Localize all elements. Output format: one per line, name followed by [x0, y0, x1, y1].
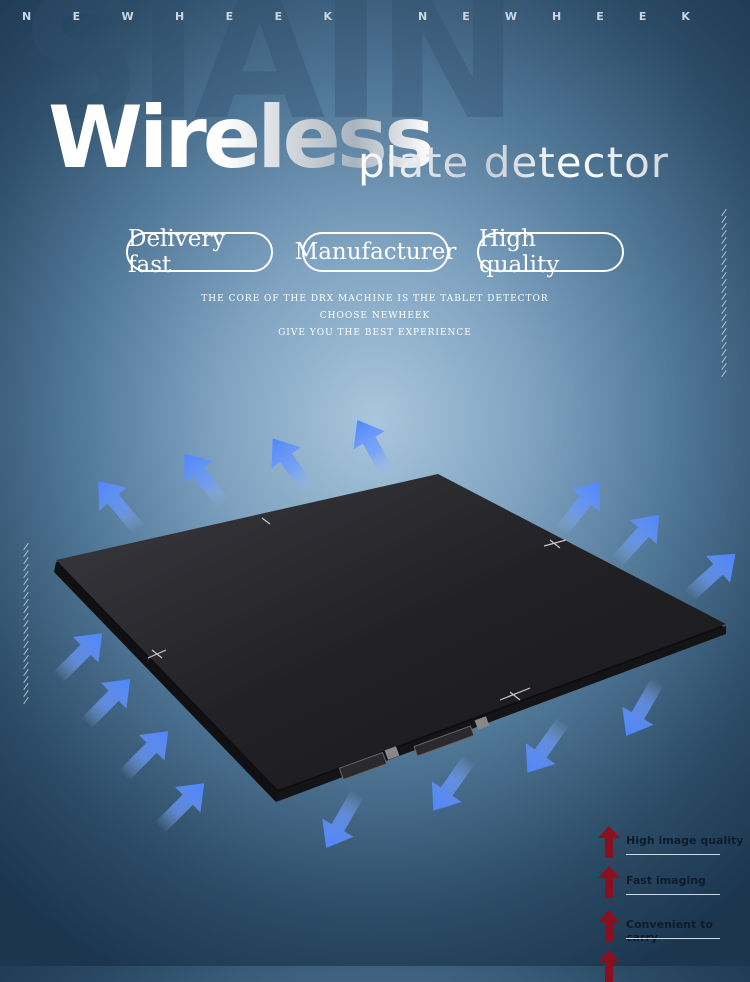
brand-letter: E [225, 10, 234, 23]
brand-letter: H [552, 10, 562, 23]
brand-letters-left: N E W H E E K [22, 10, 332, 23]
red-arrow-up-icon [598, 950, 620, 982]
brand-letter: E [72, 10, 81, 23]
feature-label: Fast imaging [626, 874, 706, 887]
feature-label: Convenient to carry [626, 918, 713, 944]
background-decorative-lettering: SIAIN [20, 0, 519, 158]
subtitle-line-2: CHOOSE NEWHEEK [319, 311, 431, 321]
brand-letter: E [462, 10, 470, 23]
brand-letter: H [175, 10, 185, 23]
brand-letter: W [121, 10, 134, 23]
red-arrow-up-icon [598, 826, 620, 858]
red-arrow-up-icon [598, 910, 620, 942]
brand-letter: N [418, 10, 428, 23]
brand-letter-strip: N E W H E E K N E W H E E K [0, 10, 750, 24]
brand-letters-right: N E W H E E K [418, 10, 690, 23]
brand-letter: E [596, 10, 604, 23]
flat-panel-detector [54, 474, 726, 802]
feature-label: High image quality [626, 834, 744, 847]
brand-letter: K [323, 10, 332, 23]
brand-letter: K [681, 10, 690, 23]
subtitle-line-3: GIVE YOU THE BEST EXPERIENCE [278, 328, 472, 338]
subtitle-line-1: THE CORE OF THE DRX MACHINE IS THE TABLE… [201, 294, 549, 304]
feature-convenient-to-carry: Convenient to carry [598, 910, 744, 944]
brand-letter: W [504, 10, 517, 23]
feature-high-image-quality: High image quality [598, 826, 744, 858]
title-wireless: Wireless [48, 88, 435, 188]
feature-fast-imaging: Fast imaging [598, 866, 744, 898]
red-arrow-up-icon [598, 866, 620, 898]
brand-letter: N [22, 10, 32, 23]
brand-letter: E [638, 10, 647, 23]
brand-letter: E [274, 10, 283, 23]
badge-manufacturer: Manufacturer [295, 232, 456, 272]
title-plate-detector: plate detector [358, 138, 670, 187]
